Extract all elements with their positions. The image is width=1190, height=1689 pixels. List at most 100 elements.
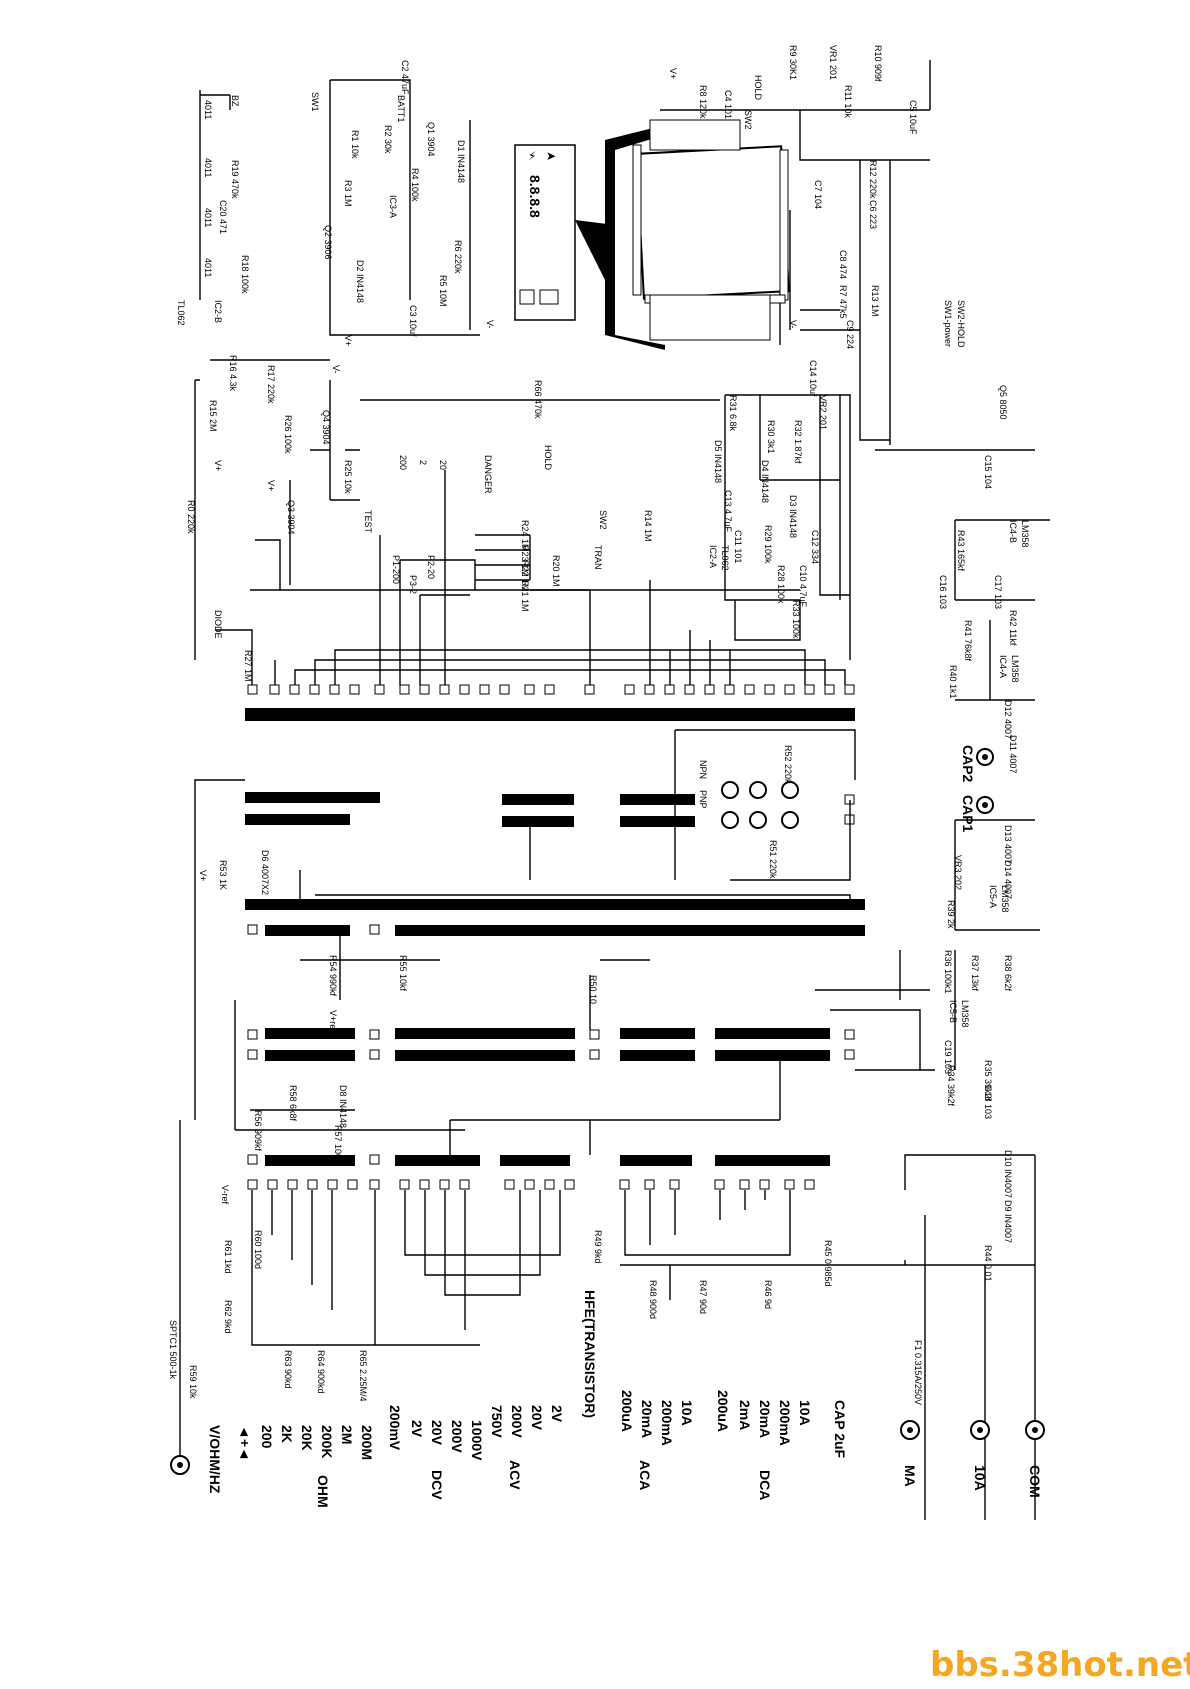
q2-label: Q2 3906 (323, 225, 333, 260)
hfe-socket-e-pnp[interactable] (721, 811, 739, 829)
c6-label: C6 223 (868, 200, 878, 229)
r50-label: R50 10 (588, 975, 598, 1004)
contact-pad (504, 1179, 515, 1190)
r21-label: R21 1M (520, 580, 530, 612)
contact-pad (589, 1029, 600, 1040)
c20-label: C20 471 (218, 200, 228, 234)
contact-pad (247, 1049, 258, 1060)
contact-pad (247, 1029, 258, 1040)
net-vref-minus-label: V-ref (220, 1185, 230, 1205)
contact-pad (544, 684, 555, 695)
dca-range-200ma: 200mA (777, 1400, 793, 1446)
c11-label: C11 101 (733, 530, 743, 563)
r58-label: R58 6k8f (288, 1085, 298, 1122)
wire (620, 1154, 1035, 1300)
c14-label: C14 10uf (808, 360, 818, 397)
r42-label: R42 11kf (1008, 610, 1018, 646)
hfe-socket-e-npn[interactable] (781, 811, 799, 829)
r8-label: R8 120k (698, 85, 708, 119)
lcd-digits: 8.8.8.8 (527, 175, 543, 218)
r19-label: R19 470k (230, 160, 240, 199)
contact-pad (844, 1049, 855, 1060)
acv-range-750v: 750V (489, 1405, 505, 1438)
component-labels: 4011 4011 4011 4011 TL062 IC2-B BZ R19 4… (168, 45, 1030, 1405)
contact-pad (784, 1179, 795, 1190)
aca-group-label: ACA (637, 1460, 653, 1490)
acv-range-20v: 20V (529, 1405, 545, 1431)
r25-label: R25 10k (343, 460, 353, 494)
c13-label: C13 4.7uF (723, 490, 733, 533)
c19-label: C19 103 (943, 1040, 953, 1074)
net-p3-label: P3-2 (408, 575, 418, 594)
r63-label: R63 90kd (283, 1350, 293, 1389)
contact-pad (267, 1179, 278, 1190)
d4-label: D4 IN4148 (760, 460, 770, 503)
contact-pad (804, 684, 815, 695)
switch-bar-top (245, 708, 855, 721)
d12-label: D12 4007 (1003, 700, 1013, 739)
wire (374, 1190, 561, 1345)
range-switch-bars (245, 708, 865, 1166)
contact-pad (347, 1179, 358, 1190)
r2-label: R2 30k (383, 125, 393, 154)
contact-pad (419, 684, 430, 695)
cap2-label: CAP2 (960, 745, 976, 783)
r12-label: R12 220k (868, 160, 878, 199)
lcd-lightning-icon: ⚡ (528, 149, 536, 163)
range-labels: ◄+◄ 200 2K 20K 200K 2M 200M OHM 200mV 2V… (207, 1290, 1043, 1508)
net-p2-label: P2-20 (426, 555, 436, 579)
dcv-range-20v: 20V (429, 1420, 445, 1446)
contact-pad (804, 1179, 815, 1190)
r66-label: R66 470k (533, 380, 543, 419)
r9-label: R9 30K1 (788, 45, 798, 80)
wire (299, 825, 851, 900)
r31-label: R31 6.8k (728, 395, 738, 432)
ic5b-label: IC5-B (948, 1000, 958, 1023)
switch-note-sw2: SW2-HOLD (956, 300, 966, 348)
contact-pad (327, 1179, 338, 1190)
switch-bar (265, 1155, 355, 1166)
contact-pad (669, 1179, 680, 1190)
jack-core (177, 1462, 183, 1468)
c12-label: C12 334 (810, 530, 820, 564)
d1-label: D1 IN4148 (456, 140, 466, 183)
rail-vminus-label: V- (788, 320, 798, 329)
hfe-socket-b-npn[interactable] (749, 781, 767, 799)
hfe-socket-b-pnp[interactable] (749, 811, 767, 829)
r0-label: R0 220k (186, 500, 196, 534)
net-p1-label: P1-200 (391, 555, 401, 584)
lcd-diode-icon: ➤ (546, 149, 556, 163)
switch-bar (395, 925, 865, 936)
dcv-range-2v: 2V (409, 1420, 425, 1438)
socket-npn-label: NPN (698, 760, 708, 779)
hfe-socket-c-npn[interactable] (781, 781, 799, 799)
wire (314, 649, 826, 685)
contact-pad (759, 1179, 770, 1190)
r51-label: R51 220k (768, 840, 778, 879)
c2-label: C2 47uF (400, 60, 410, 95)
contact-pad (329, 684, 340, 695)
r53-label: R53 1K (218, 860, 228, 890)
ic-4011-label: 4011 (203, 100, 213, 119)
hold-label: HOLD (543, 445, 553, 471)
r56-label: R56 909kf (253, 1110, 263, 1152)
terminal-ma-label: MA (902, 1465, 918, 1487)
ic-lm358-label: LM358 (1000, 885, 1010, 913)
rail-vplus-label: V+ (198, 870, 208, 881)
switch-bar (620, 1050, 695, 1061)
switch-bar (620, 1155, 692, 1166)
contact-pad (459, 684, 470, 695)
switch-bar (395, 1028, 575, 1039)
r64-label: R64 900kd (316, 1350, 326, 1394)
q1-label: Q1 3904 (426, 122, 436, 157)
contact-pad (824, 684, 835, 695)
contact-pad (419, 1179, 430, 1190)
r1-label: R1 10k (350, 130, 360, 159)
switch-bar (502, 816, 574, 827)
wire (724, 394, 851, 660)
hfe-socket-c-pnp[interactable] (721, 781, 739, 799)
contact-pad (684, 684, 695, 695)
d13-label: D13 4007 (1003, 825, 1013, 864)
